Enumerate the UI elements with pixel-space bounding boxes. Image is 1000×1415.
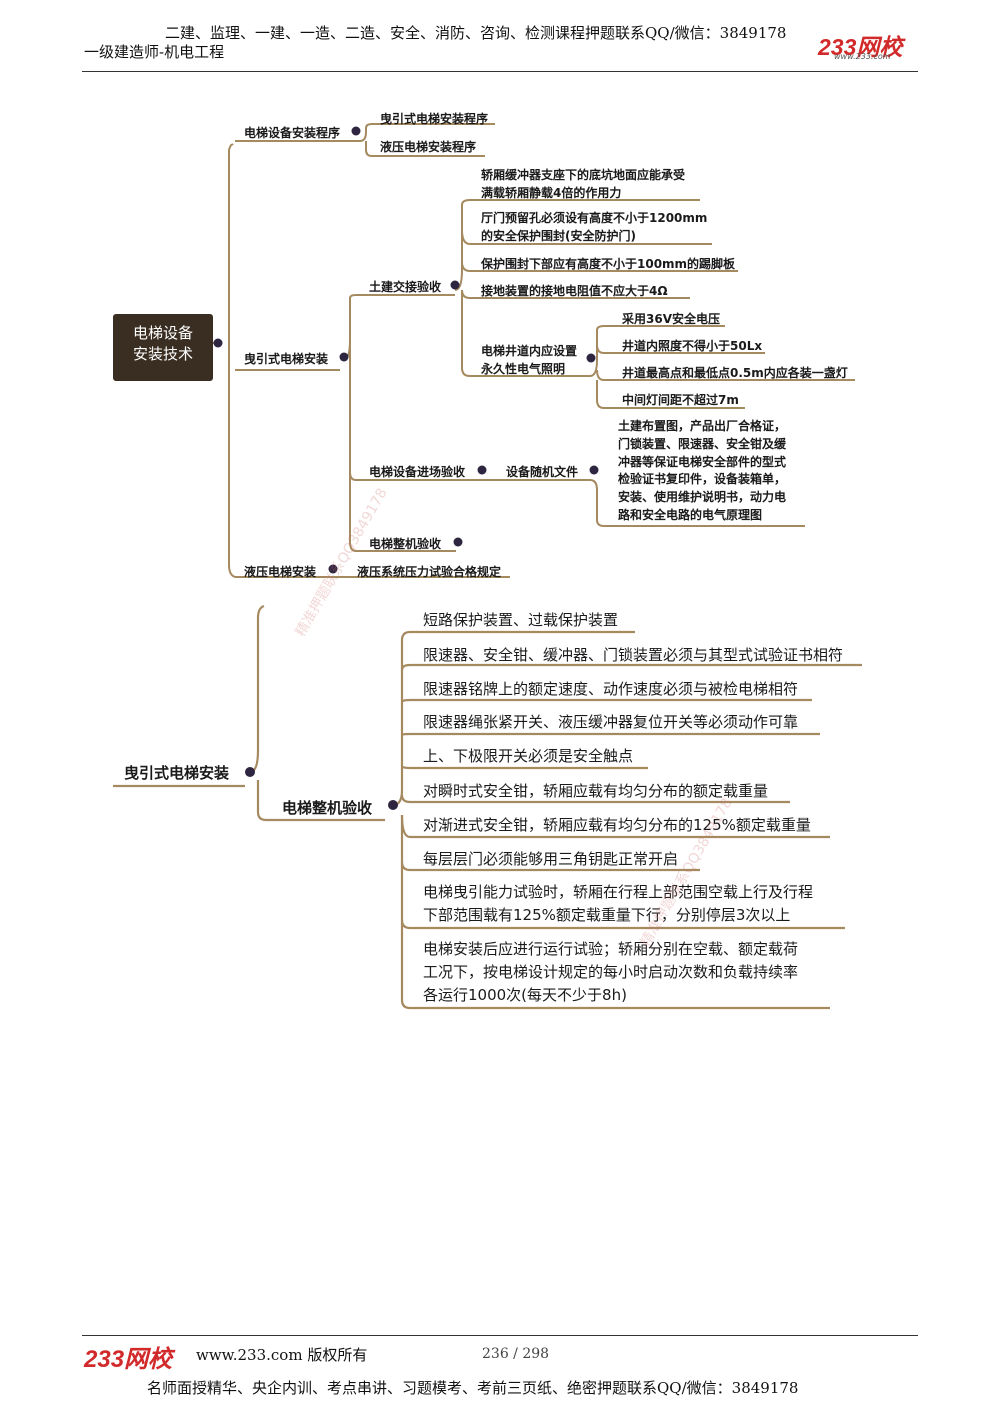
docs-line-3: 冲器等保证电梯安全部件的型式 bbox=[618, 454, 787, 469]
map2-item-2: 限速器、安全钳、缓冲器、门锁装置必须与其型式试验证书相符 bbox=[423, 646, 844, 664]
footer-rule bbox=[82, 1335, 918, 1336]
map2-branch: 电梯整机验收 bbox=[282, 799, 373, 817]
node-docs: 设备随机文件 bbox=[506, 465, 579, 479]
map2-item-9-line-1: 电梯曳引能力试验时，轿厢在行程上部范围空载上行及行程 bbox=[423, 883, 814, 901]
civil-item-2-line-1: 厅门预留孔必须设有高度不小于1200mm bbox=[481, 211, 708, 225]
map2-item-3: 限速器铭牌上的额定速度、动作速度必须与被检电梯相符 bbox=[423, 680, 799, 698]
header-rule bbox=[82, 71, 918, 72]
node-traction: 曳引式电梯安装 bbox=[244, 352, 329, 366]
docs-line-6: 路和安全电路的电气原理图 bbox=[618, 507, 763, 522]
map2-item-9-line-2: 下部范围载有125%额定载重量下行，分别停层3次以上 bbox=[423, 906, 791, 924]
header-promo: 二建、监理、一建、一造、二造、安全、消防、咨询、检测课程押题联系QQ/微信：38… bbox=[165, 24, 787, 42]
map2-item-10-line-1: 电梯安装后应进行运行试验；轿厢分别在空载、额定载荷 bbox=[423, 940, 799, 958]
civil-item-1-line-2: 满载轿厢静载4倍的作用力 bbox=[481, 186, 622, 200]
map2-item-7: 对渐进式安全钳，轿厢应载有均匀分布的125%额定载重量 bbox=[423, 816, 811, 834]
map2-item-5: 上、下极限开关必须是安全触点 bbox=[423, 747, 634, 765]
docs-line-2: 门锁装置、限速器、安全钳及缓 bbox=[618, 436, 787, 451]
civil-item-3: 保护围封下部应有高度不小于100mm的踢脚板 bbox=[481, 257, 736, 271]
root-line-1: 电梯设备 bbox=[132, 324, 193, 342]
civil-item-1: 轿厢缓冲器支座下的底坑地面应能承受 满载轿厢静载4倍的作用力 bbox=[481, 166, 685, 202]
node-entry: 电梯设备进场验收 bbox=[369, 465, 466, 479]
docs-line-1: 土建布置图，产品出厂合格证， bbox=[618, 419, 787, 433]
map2-root: 曳引式电梯安装 bbox=[124, 764, 230, 782]
lighting-item-3: 井道最高点和最低点0.5m内应各装一盏灯 bbox=[622, 366, 848, 380]
lighting-item-2: 井道内照度不得小于50Lx bbox=[622, 339, 763, 353]
footer-site: www.233.com 版权所有 bbox=[196, 1346, 368, 1364]
map2-item-1: 短路保护装置、过载保护装置 bbox=[423, 611, 619, 629]
map2-item-9: 电梯曳引能力试验时，轿厢在行程上部范围空载上行及行程 下部范围载有125%额定载… bbox=[423, 881, 813, 927]
header-logo-url: www.233.com bbox=[834, 52, 891, 61]
civil-item-4: 接地装置的接地电阻值不应大于4Ω bbox=[481, 284, 668, 298]
civil-item-2-line-2: 的安全保护围封(安全防护门) bbox=[481, 229, 636, 243]
map2-item-6: 对瞬时式安全钳，轿厢应载有均匀分布的额定载重量 bbox=[423, 782, 769, 800]
document-title: 一级建造师-机电工程 bbox=[84, 43, 225, 61]
civil-item-1-line-1: 轿厢缓冲器支座下的底坑地面应能承受 bbox=[481, 168, 686, 182]
lighting-item-4: 中间灯间距不超过7m bbox=[622, 393, 739, 407]
docs-line-4: 检验证书复印件，设备装箱单， bbox=[618, 472, 787, 487]
node-program: 电梯设备安装程序 bbox=[244, 126, 341, 140]
footer-promo: 名师面授精华、央企内训、考点串讲、习题模考、考前三页纸、绝密押题联系QQ/微信：… bbox=[147, 1379, 799, 1397]
lighting-item-1: 采用36V安全电压 bbox=[622, 312, 720, 326]
node-hydraulic: 液压电梯安装 bbox=[244, 565, 317, 579]
footer-logo: 233网校 bbox=[84, 1346, 173, 1373]
map2-item-4: 限速器绳张紧开关、液压缓冲器复位开关等必须动作可靠 bbox=[423, 713, 799, 731]
map2-item-8: 每层层门必须能够用三角钥匙正常开启 bbox=[423, 850, 679, 868]
node-program-hydraulic: 液压电梯安装程序 bbox=[380, 140, 477, 154]
lighting-line-2: 永久性电气照明 bbox=[481, 362, 566, 376]
page-number: 236 / 298 bbox=[482, 1346, 550, 1362]
civil-item-2: 厅门预留孔必须设有高度不小于1200mm 的安全保护围封(安全防护门) bbox=[481, 209, 707, 245]
docs-text: 土建布置图，产品出厂合格证， 门锁装置、限速器、安全钳及缓 冲器等保证电梯安全部… bbox=[618, 418, 786, 525]
node-hydraulic-item: 液压系统压力试验合格规定 bbox=[357, 565, 502, 579]
lighting-line-1: 电梯井道内应设置 bbox=[481, 344, 578, 358]
node-program-traction: 曳引式电梯安装程序 bbox=[380, 112, 489, 126]
node-civil: 土建交接验收 bbox=[369, 280, 442, 294]
map2-item-10-line-2: 工况下，按电梯设计规定的每小时启动次数和负载持续率 bbox=[423, 963, 799, 981]
header-logo: 233网校 bbox=[818, 34, 903, 60]
node-final: 电梯整机验收 bbox=[369, 537, 442, 551]
map2-item-10: 电梯安装后应进行运行试验；轿厢分别在空载、额定载荷 工况下，按电梯设计规定的每小… bbox=[423, 938, 798, 1007]
docs-line-5: 安装、使用维护说明书，动力电 bbox=[618, 490, 787, 505]
map2-item-10-line-3: 各运行1000次(每天不少于8h) bbox=[423, 986, 627, 1004]
root-line-2: 安装技术 bbox=[132, 345, 193, 363]
mindmap-1-root: 电梯设备 安装技术 bbox=[113, 314, 213, 381]
node-lighting: 电梯井道内应设置 永久性电气照明 bbox=[481, 342, 577, 378]
